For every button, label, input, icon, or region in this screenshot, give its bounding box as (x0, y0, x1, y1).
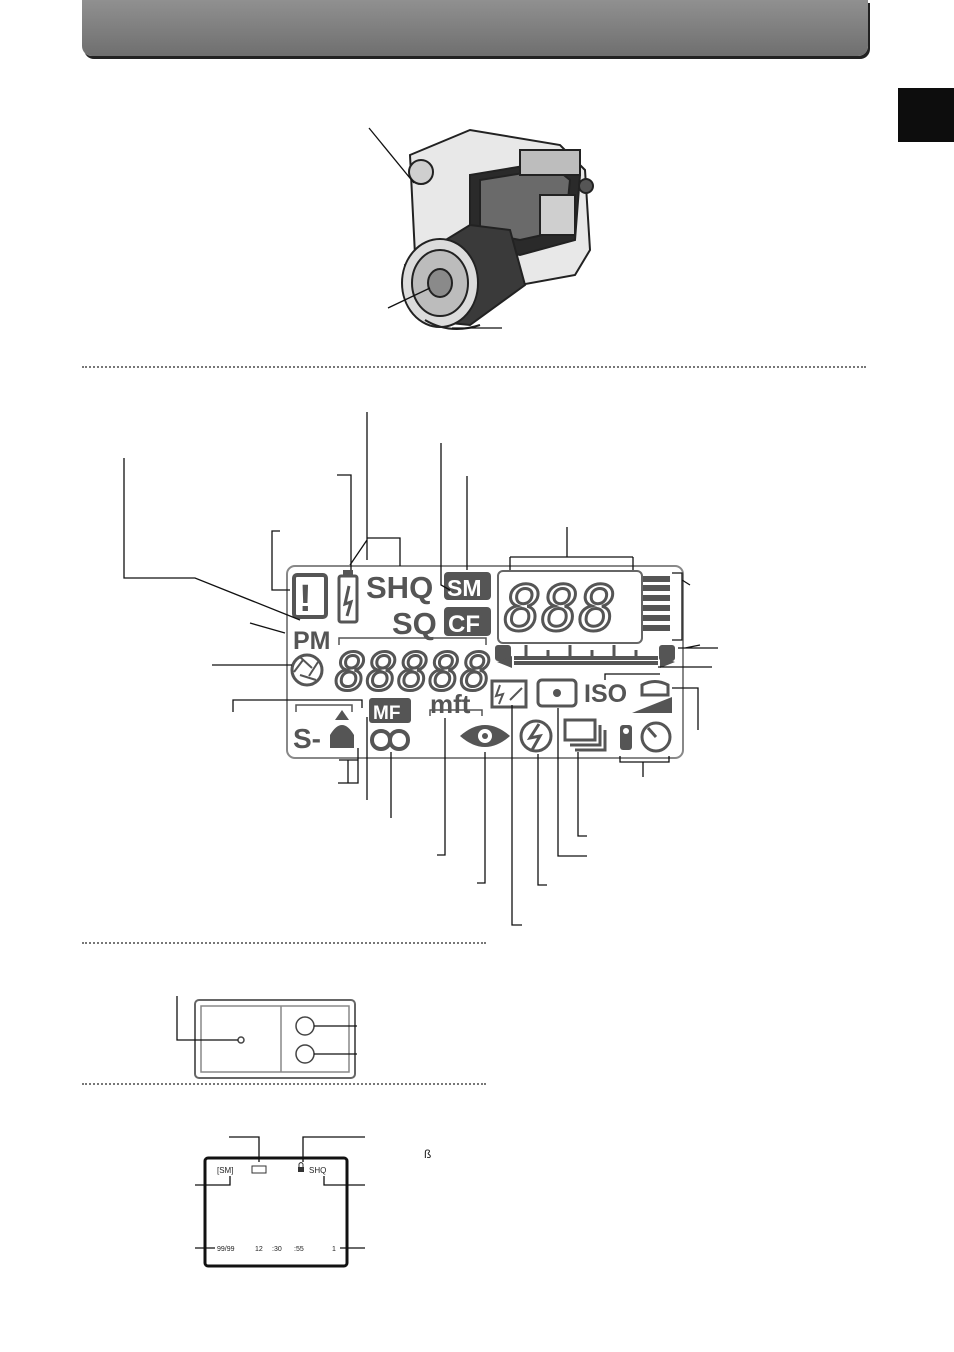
monitor-date: 99/99 (217, 1246, 235, 1253)
sm-label: SM (447, 575, 482, 601)
monitor-card-label: [SM] (217, 1166, 233, 1175)
print-reserve-icon: ß (424, 1147, 431, 1161)
sq-label: SQ (392, 606, 437, 641)
self-timer-icon (640, 721, 672, 753)
shutter-digits: 88888 (335, 643, 492, 703)
lock-icon (298, 1167, 304, 1172)
flash-off-icon (519, 719, 553, 753)
frame-counter: 888 (504, 572, 616, 645)
monitor-frame: 1 (332, 1246, 336, 1253)
monitor-minute: :30 (272, 1246, 282, 1253)
sequence-icon (563, 718, 597, 742)
card-warning-label: ! (299, 578, 312, 620)
spot-metering-icon (536, 678, 578, 708)
cf-label: CF (448, 611, 480, 638)
mft-label: mft (430, 689, 471, 719)
level-icon (632, 697, 672, 713)
monitor-second: :55 (294, 1246, 304, 1253)
card-icon (640, 680, 670, 697)
infinity-icon (369, 729, 411, 751)
remote-icon (620, 725, 632, 750)
mf-label: MF (373, 703, 400, 724)
shq-label: SHQ (366, 570, 433, 605)
pm-label: PM (293, 627, 331, 655)
macro-icon (330, 710, 354, 748)
section-header-bar (82, 0, 868, 56)
plus-icon (659, 645, 675, 661)
flash-compensation-icon (490, 679, 528, 709)
monitor-quality-label: SHQ (309, 1166, 326, 1175)
aperture-icon (290, 653, 324, 687)
section-divider (82, 366, 866, 368)
section-divider (82, 942, 486, 944)
monitor-hour: 12 (255, 1246, 263, 1253)
battery-icon (251, 1165, 267, 1174)
chapter-tab (898, 88, 954, 142)
minus-icon (495, 645, 511, 661)
iso-label: ISO (584, 680, 627, 708)
super-macro-label: S- (293, 723, 321, 754)
card-warning-icon (292, 573, 328, 619)
section-divider (82, 1083, 486, 1085)
